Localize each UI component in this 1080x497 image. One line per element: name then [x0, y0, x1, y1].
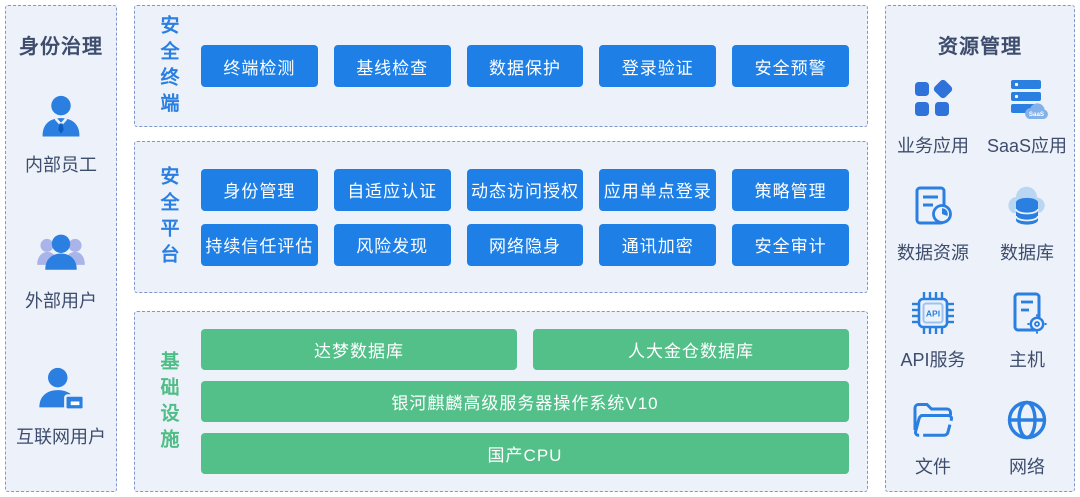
resource-management-panel: 资源管理 业务应用	[885, 5, 1075, 492]
host-icon	[1003, 289, 1051, 337]
resource-item-network: 网络	[1003, 396, 1051, 479]
resource-item-label: 文件	[915, 457, 951, 477]
identity-item-internal-employee: 内部员工	[25, 91, 97, 177]
chip-identity-management: 身份管理	[201, 168, 318, 211]
identity-item-label: 外部用户	[25, 291, 97, 311]
file-folder-icon	[909, 396, 957, 444]
resource-item-host: 主机	[1003, 289, 1051, 372]
resource-panel-title: 资源管理	[938, 36, 1022, 58]
resource-item-business-apps: 业务应用	[897, 75, 969, 158]
resource-item-label: 数据库	[1000, 243, 1054, 263]
bar-dameng-database: 达梦数据库	[201, 329, 517, 370]
chip-app-single-sign-on: 应用单点登录	[599, 168, 717, 211]
resource-item-file: 文件	[909, 396, 957, 479]
internal-employee-icon	[35, 91, 87, 143]
saas-icon-text: SaaS	[1029, 111, 1044, 118]
identity-panel-title: 身份治理	[19, 36, 103, 58]
bar-kingbase-database: 人大金仓数据库	[533, 329, 849, 370]
platform-chip-row-2: 持续信任评估 风险发现 网络隐身 通讯加密 安全审计	[201, 223, 849, 266]
identity-item-internet-user: 互联网用户	[16, 363, 106, 449]
resource-item-data-resource: 数据资源	[897, 182, 969, 265]
identity-item-external-users: 外部用户	[25, 227, 97, 313]
resource-item-label: 数据资源	[897, 243, 969, 263]
infra-bar-row-2: 银河麒麟高级服务器操作系统V10	[201, 381, 849, 422]
resource-item-label: 业务应用	[897, 136, 969, 156]
chip-data-protection: 数据保护	[466, 45, 584, 87]
resource-item-saas-app: SaaS SaaS应用	[987, 75, 1067, 158]
identity-item-label: 互联网用户	[16, 427, 106, 447]
database-icon	[1003, 182, 1051, 230]
resource-grid: 业务应用 SaaS	[886, 75, 1074, 479]
infra-bar-row-3: 国产CPU	[201, 433, 849, 474]
chip-risk-discovery: 风险发现	[333, 223, 451, 266]
resource-item-database: 数据库	[1000, 182, 1054, 265]
middle-column: 安全终端 终端检测 基线检查 数据保护 登录验证 安全预警 安全平台 身份管理 …	[134, 5, 868, 492]
chip-adaptive-authentication: 自适应认证	[333, 168, 451, 211]
chip-communication-encryption: 通讯加密	[599, 223, 717, 266]
infrastructure-title: 基础设施	[157, 350, 179, 455]
chip-policy-management: 策略管理	[732, 168, 849, 211]
chip-security-alert: 安全预警	[732, 45, 849, 87]
saas-app-icon: SaaS	[1003, 75, 1051, 123]
resource-item-label: 网络	[1009, 457, 1045, 477]
resource-item-api-service: API API服务	[900, 289, 966, 372]
chip-network-stealth: 网络隐身	[466, 223, 584, 266]
identity-item-label: 内部员工	[25, 155, 97, 175]
bar-kylin-os: 银河麒麟高级服务器操作系统V10	[201, 381, 849, 422]
chip-continuous-trust-evaluation: 持续信任评估	[201, 223, 318, 266]
chip-terminal-detection: 终端检测	[201, 45, 318, 87]
resource-item-label: SaaS应用	[986, 136, 1068, 156]
external-users-icon	[35, 227, 87, 279]
network-globe-icon	[1003, 396, 1051, 444]
infrastructure-section: 基础设施 达梦数据库 人大金仓数据库 银河麒麟高级服务器操作系统V10 国产CP…	[134, 311, 868, 492]
security-platform-section: 安全平台 身份管理 自适应认证 动态访问授权 应用单点登录 策略管理 持续信任评…	[134, 141, 868, 293]
identity-governance-panel: 身份治理 内部员工	[5, 5, 117, 492]
api-icon-text: API	[926, 309, 940, 319]
security-platform-title: 安全平台	[157, 166, 179, 270]
security-terminal-section: 安全终端 终端检测 基线检查 数据保护 登录验证 安全预警	[134, 5, 868, 127]
bar-domestic-cpu: 国产CPU	[201, 433, 849, 474]
internet-user-icon	[35, 363, 87, 415]
resource-item-label: API服务	[900, 350, 966, 370]
api-service-icon: API	[909, 289, 957, 337]
resource-item-label: 主机	[1009, 350, 1045, 370]
data-resource-icon	[909, 182, 957, 230]
platform-chip-row-1: 身份管理 自适应认证 动态访问授权 应用单点登录 策略管理	[201, 168, 849, 211]
terminal-chip-row: 终端检测 基线检查 数据保护 登录验证 安全预警	[201, 45, 849, 87]
chip-baseline-check: 基线检查	[333, 45, 451, 87]
chip-dynamic-access-authorization: 动态访问授权	[466, 168, 584, 211]
chip-security-audit: 安全审计	[732, 223, 849, 266]
security-terminal-title: 安全终端	[157, 15, 179, 119]
chip-login-verification: 登录验证	[599, 45, 717, 87]
business-apps-icon	[909, 75, 957, 123]
infra-bar-row-1: 达梦数据库 人大金仓数据库	[201, 329, 849, 370]
